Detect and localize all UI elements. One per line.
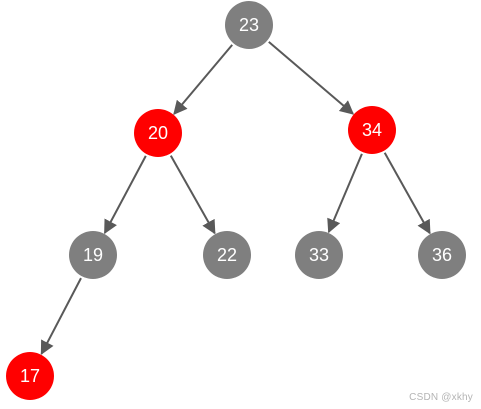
edge-20-to-22 (169, 155, 216, 235)
node-label: 17 (20, 366, 40, 386)
tree-node-36: 36 (418, 231, 466, 279)
node-label: 34 (362, 120, 382, 140)
edge-34-to-33 (327, 153, 363, 234)
node-label: 23 (239, 15, 259, 35)
node-circle (225, 1, 273, 49)
tree-node-22: 22 (203, 231, 251, 279)
watermark: CSDN @xkhy (409, 392, 473, 403)
node-label: 22 (217, 245, 237, 265)
edge-23-to-34 (268, 41, 355, 115)
node-circle (69, 231, 117, 279)
node-circle (418, 231, 466, 279)
tree-node-34: 34 (348, 106, 396, 154)
edge-23-to-20 (173, 44, 233, 115)
node-circle (6, 352, 54, 400)
node-label: 19 (83, 245, 103, 265)
node-circle (348, 106, 396, 154)
node-circle (203, 231, 251, 279)
tree-node-23: 23 (225, 1, 273, 49)
tree-node-20: 20 (134, 109, 182, 157)
edge-20-to-19 (103, 155, 147, 235)
tree-node-17: 17 (6, 352, 54, 400)
node-label: 36 (432, 245, 452, 265)
node-circle (295, 231, 343, 279)
node-label: 33 (309, 245, 329, 265)
edge-19-to-17 (40, 277, 82, 356)
nodes-layer: 23 20 34 19 22 33 36 17 (6, 1, 466, 400)
tree-node-33: 33 (295, 231, 343, 279)
edge-34-to-36 (383, 152, 431, 235)
tree-node-19: 19 (69, 231, 117, 279)
node-circle (134, 109, 182, 157)
edges-layer (40, 41, 431, 356)
node-label: 20 (148, 123, 168, 143)
